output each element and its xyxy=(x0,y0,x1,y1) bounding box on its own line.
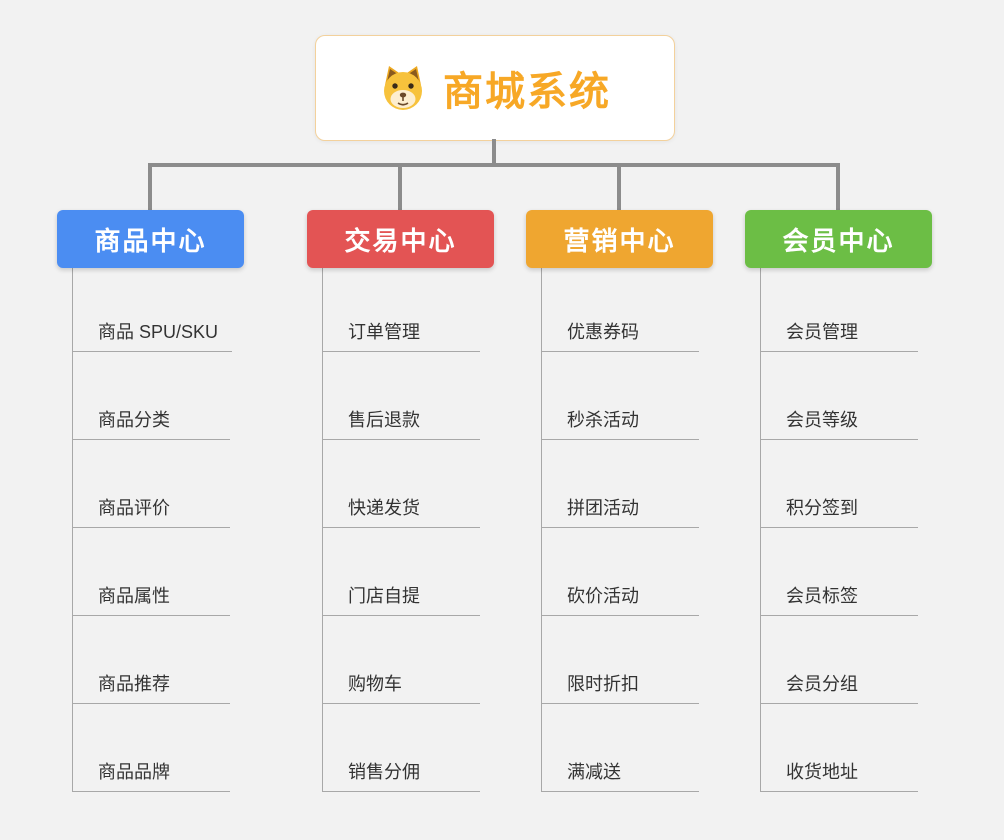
root-node[interactable]: 商城系统 xyxy=(315,35,675,141)
leaf-node[interactable]: 限时折扣 xyxy=(541,668,699,704)
leaf-node[interactable]: 销售分佣 xyxy=(322,756,480,792)
connector-drop-2 xyxy=(398,163,402,210)
leaf-node[interactable]: 积分签到 xyxy=(760,492,918,528)
leaf-node[interactable]: 商品分类 xyxy=(72,404,230,440)
leaf-node[interactable]: 快递发货 xyxy=(322,492,480,528)
connector-horizontal xyxy=(148,163,840,167)
leaf-node[interactable]: 商品评价 xyxy=(72,492,230,528)
branch-marketing[interactable]: 营销中心 xyxy=(526,210,713,268)
leaf-node[interactable]: 商品品牌 xyxy=(72,756,230,792)
connector-drop-3 xyxy=(617,163,621,210)
leaf-node[interactable]: 门店自提 xyxy=(322,580,480,616)
branch-marketing-label: 营销中心 xyxy=(563,225,676,256)
leaf-node[interactable]: 优惠券码 xyxy=(541,316,699,352)
leaf-node[interactable]: 收货地址 xyxy=(760,756,918,792)
leaf-node[interactable]: 购物车 xyxy=(322,668,480,704)
branch-trade-label: 交易中心 xyxy=(344,225,457,256)
branch-members-label: 会员中心 xyxy=(782,225,895,256)
leaf-node[interactable]: 会员等级 xyxy=(760,404,918,440)
leaf-node[interactable]: 会员分组 xyxy=(760,668,918,704)
leaf-node[interactable]: 会员标签 xyxy=(760,580,918,616)
leaf-node[interactable]: 商品属性 xyxy=(72,580,230,616)
spine-trade xyxy=(322,268,323,792)
leaf-node[interactable]: 商品推荐 xyxy=(72,668,230,704)
branch-products-label: 商品中心 xyxy=(94,225,207,256)
branch-products[interactable]: 商品中心 xyxy=(57,210,244,268)
leaf-node[interactable]: 秒杀活动 xyxy=(541,404,699,440)
leaf-node[interactable]: 拼团活动 xyxy=(541,492,699,528)
spine-members xyxy=(760,268,761,792)
root-title: 商城系统 xyxy=(443,70,611,114)
branch-trade[interactable]: 交易中心 xyxy=(307,210,494,268)
connector-drop-4 xyxy=(836,163,840,210)
spine-products xyxy=(72,268,73,792)
leaf-node[interactable]: 满减送 xyxy=(541,756,699,792)
spine-marketing xyxy=(541,268,542,792)
branch-members[interactable]: 会员中心 xyxy=(745,210,932,268)
connector-drop-1 xyxy=(148,163,152,210)
connector-root-stem xyxy=(492,139,496,165)
leaf-node[interactable]: 售后退款 xyxy=(322,404,480,440)
doge-icon xyxy=(379,64,427,112)
leaf-node[interactable]: 商品 SPU/SKU xyxy=(72,316,233,352)
leaf-node[interactable]: 砍价活动 xyxy=(541,580,699,616)
leaf-node[interactable]: 订单管理 xyxy=(322,316,480,352)
leaf-node[interactable]: 会员管理 xyxy=(760,316,918,352)
